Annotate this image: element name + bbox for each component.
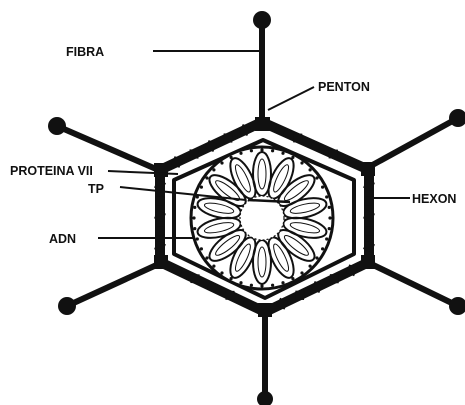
- label-fibra: FIBRA: [66, 45, 104, 59]
- fiber-knob-top: [253, 11, 271, 29]
- label-penton: PENTON: [318, 80, 370, 94]
- core-speckle: [260, 148, 263, 151]
- viral-core: [191, 147, 333, 289]
- core-speckle: [291, 156, 294, 159]
- core-speckle: [315, 176, 318, 179]
- penton-base-bottom: [258, 303, 272, 317]
- core-speckle: [271, 149, 274, 152]
- hexon-bump: [364, 227, 373, 236]
- hexon-bump: [190, 274, 199, 283]
- core-speckle: [281, 281, 284, 284]
- hexon-bump: [225, 291, 234, 300]
- core-speckle: [328, 206, 331, 209]
- hexon-bump: [223, 133, 232, 142]
- core-speckle: [220, 161, 223, 164]
- core-speckle: [315, 256, 318, 259]
- core-speckle: [325, 237, 328, 240]
- hexon-bump: [330, 274, 339, 283]
- core-speckle: [321, 186, 324, 189]
- core-speckle: [205, 256, 208, 259]
- core-speckle: [193, 206, 196, 209]
- hexon-bump: [155, 227, 164, 236]
- core-speckle: [328, 227, 331, 230]
- core-speckle: [300, 271, 303, 274]
- hexon-bump: [329, 149, 338, 158]
- penton-base-upper-right: [361, 162, 375, 176]
- hexon-bump: [155, 196, 164, 205]
- core-speckle: [281, 152, 284, 155]
- core-speckle: [309, 168, 312, 171]
- fiber-knob-upper-left: [48, 117, 66, 135]
- label-hexon: HEXON: [412, 192, 456, 206]
- core-speckle: [325, 195, 328, 198]
- penton-base-lower-left: [154, 255, 168, 269]
- core-speckle: [230, 277, 233, 280]
- core-speckle: [250, 149, 253, 152]
- label-tp: TP: [88, 182, 104, 196]
- penton-base-upper-left: [154, 163, 168, 177]
- hexon-bump: [189, 149, 198, 158]
- core-speckle: [193, 227, 196, 230]
- label-adn: ADN: [49, 232, 76, 246]
- core-speckle: [200, 186, 203, 189]
- penton-base-lower-right: [361, 255, 375, 269]
- hexon-bump: [295, 291, 304, 300]
- penton-base-top: [255, 117, 270, 131]
- core-speckle: [260, 284, 263, 287]
- core-speckle: [250, 284, 253, 287]
- core-speckle: [230, 156, 233, 159]
- core-speckle: [300, 161, 303, 164]
- core-speckle: [192, 216, 195, 219]
- core-speckle: [200, 247, 203, 250]
- core-speckle: [220, 271, 223, 274]
- fiber-knob-lower-left: [58, 297, 76, 315]
- core-speckle: [328, 216, 331, 219]
- core-speckle: [196, 237, 199, 240]
- core-speckle: [205, 176, 208, 179]
- core-speckle: [309, 265, 312, 268]
- core-speckle: [212, 168, 215, 171]
- core-speckle: [321, 247, 324, 250]
- core-speckle: [291, 277, 294, 280]
- label-proteina-vii: PROTEINA VII: [10, 164, 93, 178]
- core-speckle: [239, 281, 242, 284]
- core-speckle: [239, 152, 242, 155]
- hexon-bump: [293, 133, 302, 142]
- core-speckle: [271, 284, 274, 287]
- core-speckle: [212, 265, 215, 268]
